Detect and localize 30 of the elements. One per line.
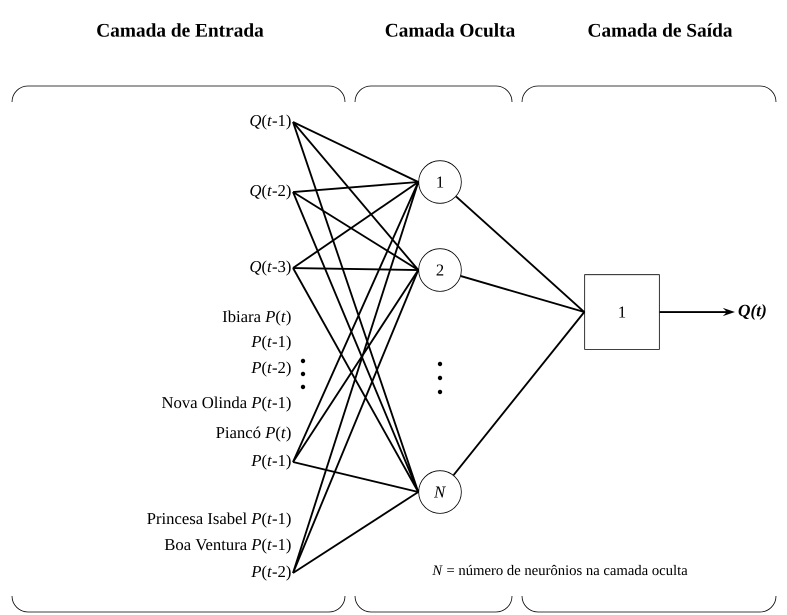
connection-line: [452, 311, 585, 476]
input-label: Q(t-3): [250, 260, 291, 276]
connection-line: [292, 182, 420, 574]
connection-line: [292, 121, 419, 183]
input-label: Ibiara P(t): [222, 310, 291, 326]
connection-line: [292, 461, 418, 493]
input-label: Princesa Isabel P(t-1): [147, 512, 291, 528]
input-label: Nova Olinda P(t-1): [162, 396, 291, 412]
output-label: Q(t): [738, 304, 766, 320]
connection-line: [456, 196, 585, 313]
layer-heading: Camada Oculta: [386, 23, 515, 37]
connection-line: [293, 267, 418, 271]
connection-line: [460, 275, 585, 313]
input-label: P(t-2): [251, 565, 291, 581]
input-label: Boa Ventura P(t-1): [164, 538, 291, 554]
input-label: Q(t-2): [250, 184, 291, 200]
connection-line: [292, 270, 420, 574]
output-box: 1: [584, 274, 660, 350]
layer-heading: Camada de Entrada: [97, 23, 264, 37]
connection-line: [292, 181, 418, 193]
input-label: Piancó P(t): [216, 426, 291, 442]
connection-line: [292, 122, 420, 492]
connection-line: [292, 121, 419, 271]
connection-line: [292, 491, 419, 574]
input-label: P(t-1): [251, 335, 291, 351]
input-label: P(t-2): [251, 361, 291, 377]
input-label: P(t-1): [251, 454, 291, 470]
layer-heading: Camada de Saída: [588, 23, 732, 37]
input-label: Q(t-1): [250, 114, 291, 130]
note: N = número de neurônios na camada oculta: [432, 564, 688, 576]
